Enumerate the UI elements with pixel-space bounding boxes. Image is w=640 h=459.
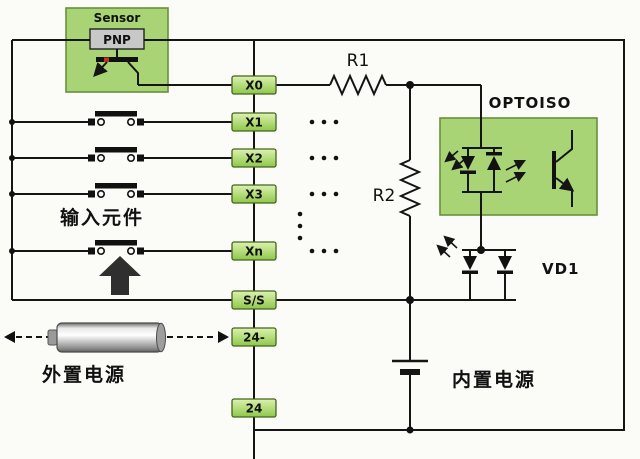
switch-xn	[12, 240, 232, 256]
svg-text:S/S: S/S	[243, 294, 265, 308]
battery-lead-arrow-right	[218, 331, 229, 343]
r1-label: R1	[347, 51, 370, 71]
vd1-emission-arrows	[436, 235, 458, 258]
input-switches	[12, 111, 232, 256]
svg-text:X0: X0	[245, 79, 263, 93]
svg-text:24: 24	[246, 402, 263, 416]
junction-dots	[9, 81, 485, 434]
vertical-ellipsis	[297, 211, 303, 241]
terminal-strip: X0 X1 X2 X3 Xn S/S 24- 24	[231, 75, 277, 418]
terminal-x0: X0	[231, 75, 277, 95]
vd1-label: VD1	[542, 260, 580, 278]
switch-x1	[12, 111, 232, 127]
battery-body	[56, 322, 163, 353]
continuation-dots	[297, 119, 339, 254]
terminal-x2: X2	[231, 148, 277, 168]
pnp-label: PNP	[103, 33, 131, 47]
svg-text:X1: X1	[245, 116, 263, 130]
optoiso-label: OPTOISO	[489, 94, 572, 112]
r2-label: R2	[373, 186, 396, 206]
sensor-indicator	[104, 57, 109, 62]
terminal-ss: S/S	[231, 290, 277, 310]
svg-text:Xn: Xn	[245, 245, 263, 259]
switch-x2	[12, 147, 232, 163]
terminal-xn: Xn	[231, 241, 277, 261]
up-arrow-icon	[99, 256, 141, 295]
left-bus-wire	[11, 39, 254, 301]
svg-text:X3: X3	[245, 188, 263, 202]
external-battery	[4, 322, 229, 353]
switch-x3	[12, 183, 232, 199]
label-external-power: 外置电源	[42, 363, 126, 386]
diode-group-vd1: VD1	[436, 235, 580, 300]
sensor-title: Sensor	[94, 11, 141, 25]
internal-battery-symbol	[392, 300, 428, 430]
light-emission-arrows	[444, 150, 527, 183]
sensor-block: Sensor PNP	[65, 7, 169, 93]
battery-terminal-button	[47, 329, 58, 346]
terminal-24-minus: 24-	[231, 327, 277, 347]
label-input-devices: 输入元件	[60, 206, 144, 229]
terminal-x3: X3	[231, 184, 277, 204]
battery-lead-arrow-left	[4, 331, 15, 343]
terminal-x1: X1	[231, 112, 277, 132]
battery-end-cap	[156, 322, 166, 353]
svg-text:X2: X2	[245, 152, 263, 166]
pnp-transistor-symbol	[93, 49, 139, 85]
label-internal-power: 内置电源	[452, 368, 536, 391]
optoiso-box	[439, 117, 598, 216]
svg-text:24-: 24-	[243, 331, 265, 345]
resistor-r2: R2	[373, 85, 422, 300]
phototransistor-symbol	[552, 130, 575, 207]
terminal-24: 24	[231, 398, 277, 418]
resistor-r1: R1	[276, 51, 481, 97]
optocoupler-block: OPTOISO	[439, 94, 598, 216]
